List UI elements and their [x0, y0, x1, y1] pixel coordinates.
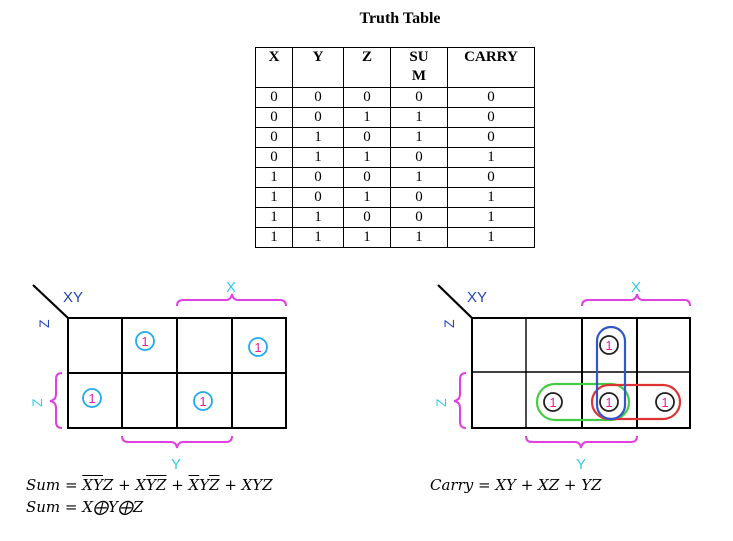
svg-text:1: 1: [549, 395, 556, 410]
carry-kmap: XY Z X Z Y 1 1 1: [433, 279, 691, 473]
header-z: Z: [343, 47, 391, 88]
sum-one-cell: 1: [135, 331, 155, 351]
svg-text:1: 1: [254, 340, 261, 355]
carry-one-cell: 1: [655, 392, 675, 412]
carry-brace-z: Z: [433, 398, 449, 407]
sum-brace-y: Y: [171, 456, 181, 473]
carry-loop-xz: [590, 383, 682, 421]
svg-text:1: 1: [88, 391, 95, 406]
sum-brace-x: X: [226, 279, 236, 296]
sum-top-brace: [176, 293, 287, 307]
carry-brace-y: Y: [576, 456, 586, 473]
table-cell: 1: [292, 227, 344, 248]
sum-corner-xy: XY: [63, 289, 83, 306]
carry-bottom-brace: [525, 435, 638, 449]
carry-one-cell: 1: [543, 392, 563, 412]
sum-brace-z: Z: [29, 398, 45, 407]
carry-brace-x: X: [631, 279, 641, 296]
sum-corner-z: Z: [36, 319, 52, 328]
table-cell: 1: [447, 227, 535, 248]
sum-left-brace: [49, 372, 63, 429]
carry-corner-z: Z: [441, 319, 457, 328]
sum-corner-diagonal: [32, 284, 69, 319]
table-cell: 1: [255, 227, 293, 248]
sum-bottom-brace: [121, 435, 233, 449]
carry-loop-yz: [535, 382, 631, 422]
header-y: Y: [292, 47, 344, 88]
sum-one-cell: 1: [82, 388, 102, 408]
svg-text:1: 1: [199, 394, 206, 409]
sum-one-cell: 1: [193, 391, 213, 411]
truth-table-header: X Y Z SU M CARRY: [255, 47, 535, 88]
carry-one-cell: 1: [599, 335, 619, 355]
carry-corner-diagonal: [437, 284, 473, 319]
carry-loop-xy: [595, 325, 627, 421]
carry-one-cell: 1: [599, 392, 619, 412]
svg-text:1: 1: [661, 395, 668, 410]
sum-equation-expanded: Sum = XYZ + XYZ + XYZ + XYZ: [26, 476, 273, 494]
sum-kmap: XY Z X Z Y 1 1 1 1: [29, 279, 287, 473]
truth-table-title: Truth Table: [359, 10, 441, 27]
svg-text:1: 1: [605, 338, 612, 353]
sum-equation-xor: Sum = X⨁Y⨁Z: [26, 498, 144, 516]
carry-equation: Carry = XY + XZ + YZ: [430, 476, 602, 494]
carry-left-brace: [453, 372, 467, 429]
carry-top-brace: [581, 293, 691, 307]
carry-corner-xy: XY: [467, 289, 487, 306]
header-carry: CARRY: [447, 47, 535, 88]
svg-text:1: 1: [605, 395, 612, 410]
sum-one-cell: 1: [248, 337, 268, 357]
svg-text:1: 1: [141, 334, 148, 349]
